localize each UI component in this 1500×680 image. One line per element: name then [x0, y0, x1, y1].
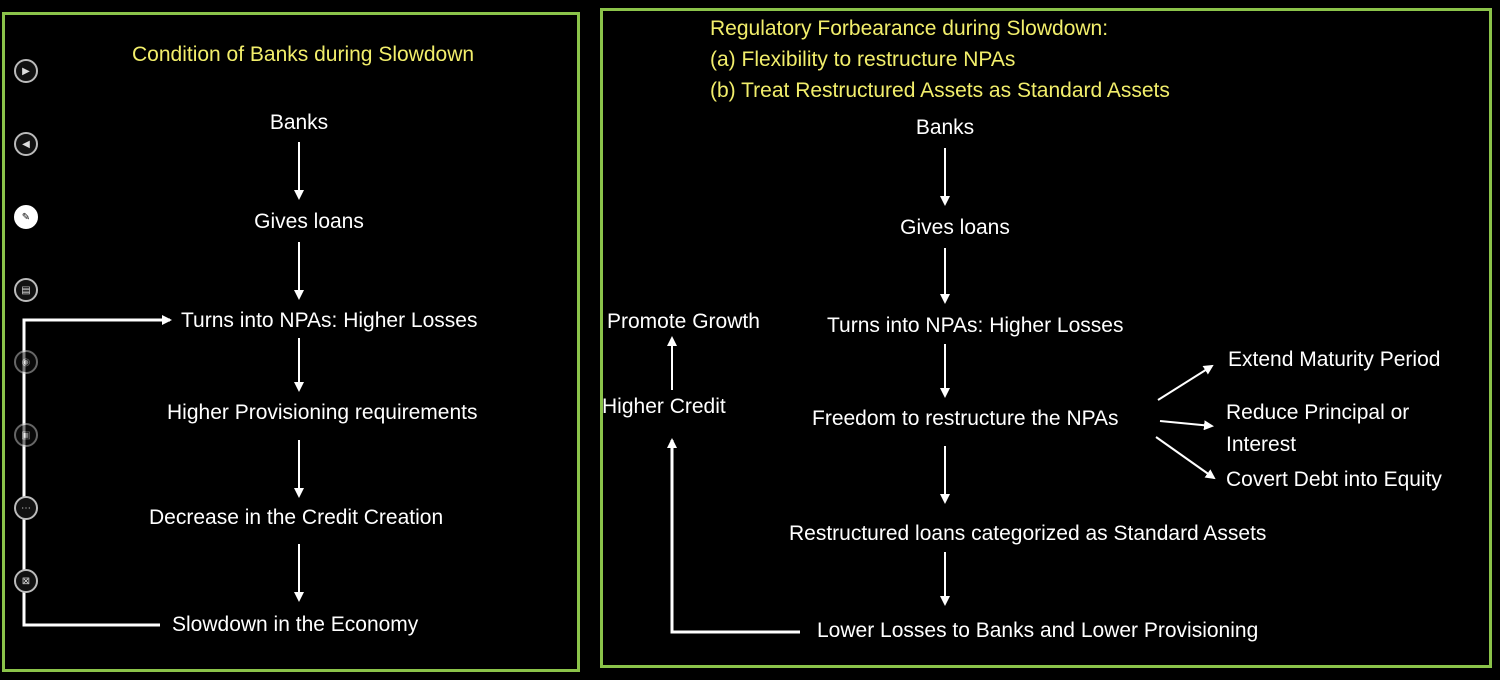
right-step-npas: Turns into NPAs: Higher Losses	[827, 314, 1124, 337]
back-icon[interactable]: ◀	[14, 132, 38, 156]
right-step-banks: Banks	[915, 116, 975, 139]
screen-share-icon[interactable]: ▣	[14, 423, 38, 447]
branch-arrow-1	[1157, 364, 1214, 401]
left-step-banks: Banks	[269, 111, 329, 134]
right-step-gives-loans: Gives loans	[900, 216, 1010, 239]
branch-interest: Interest	[1226, 433, 1297, 456]
right-panel	[600, 8, 1492, 668]
audio-icon[interactable]: ◉	[14, 350, 38, 374]
left-loop-arrow	[22, 315, 172, 627]
branch-reduce-principal: Reduce Principal or	[1226, 401, 1410, 424]
right-step-standard-assets: Restructured loans categorized as Standa…	[789, 522, 1267, 545]
left-step-gives-loans: Gives loans	[254, 210, 364, 233]
feedback-higher-credit: Higher Credit	[602, 395, 726, 418]
more-icon[interactable]: ⋯	[14, 496, 38, 520]
branch-arrow-3	[1155, 436, 1216, 480]
left-step-provisioning: Higher Provisioning requirements	[167, 401, 478, 424]
branch-arrow-2	[1159, 420, 1214, 431]
left-step-npas: Turns into NPAs: Higher Losses	[181, 309, 478, 332]
feedback-promote-growth: Promote Growth	[607, 310, 760, 333]
branch-debt-equity: Covert Debt into Equity	[1226, 468, 1442, 491]
play-icon[interactable]: ▶	[14, 59, 38, 83]
branch-extend-maturity: Extend Maturity Period	[1228, 348, 1441, 371]
close-captions-icon[interactable]: ⊠	[14, 569, 38, 593]
pen-icon[interactable]: ✎	[14, 205, 38, 229]
right-loop-arrow	[667, 438, 800, 634]
right-step-lower-losses: Lower Losses to Banks and Lower Provisio…	[817, 619, 1259, 642]
left-step-slowdown: Slowdown in the Economy	[172, 613, 419, 636]
left-step-credit-decrease: Decrease in the Credit Creation	[149, 506, 444, 529]
subtitles-icon[interactable]: ▤	[14, 278, 38, 302]
right-subpoint-b: (b) Treat Restructured Assets as Standar…	[710, 79, 1170, 102]
left-panel	[2, 12, 580, 672]
right-title: Regulatory Forbearance during Slowdown:	[710, 17, 1109, 40]
left-title: Condition of Banks during Slowdown	[132, 43, 475, 66]
right-subpoint-a: (a) Flexibility to restructure NPAs	[710, 48, 1016, 71]
right-step-restructure: Freedom to restructure the NPAs	[812, 407, 1119, 430]
